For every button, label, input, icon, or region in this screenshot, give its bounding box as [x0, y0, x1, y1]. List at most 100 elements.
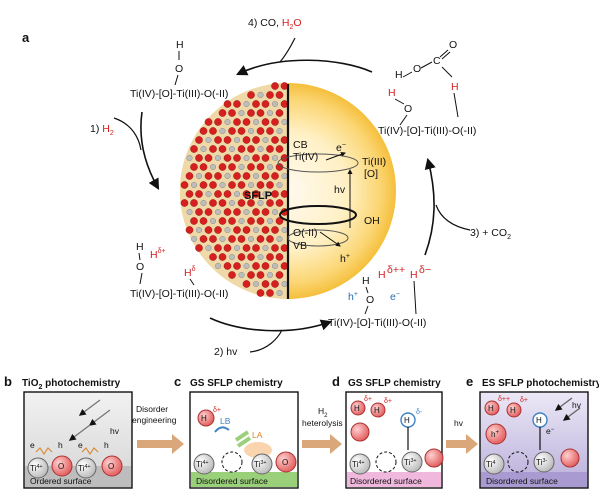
- lattice-atom-77: [267, 163, 274, 170]
- panel-d-h-label-1: H: [354, 404, 360, 413]
- panel-b-ti-label-1: Ti4+: [30, 464, 43, 473]
- panel-e-hole: h+: [491, 430, 499, 439]
- lattice-atom-167: [214, 244, 222, 252]
- lattice-atom-100: [276, 181, 283, 188]
- lattice-atom-36: [266, 127, 274, 135]
- lattice-atom-54: [247, 145, 255, 153]
- lattice-atom-65: [252, 154, 260, 162]
- lattice-atom-45: [262, 136, 269, 143]
- hole-arrow: [319, 231, 341, 247]
- panel-e-surface-bar: [481, 472, 587, 487]
- lattice-atom-41: [223, 136, 232, 144]
- lattice-atom-39: [205, 136, 212, 143]
- panel-e-photon-arrows: [554, 397, 581, 421]
- panel-e-h-1: [484, 400, 500, 416]
- oh-label: OH: [364, 215, 380, 227]
- lattice-atom-149: [233, 226, 241, 234]
- panel-e-electron: e−: [546, 426, 555, 436]
- co2-hook: [435, 204, 471, 231]
- panel-d-ti3-label: Ti3+: [404, 458, 417, 467]
- svg-text:H: H: [378, 269, 386, 281]
- crystal-lattice: [180, 82, 288, 299]
- panel-c-h: H: [201, 414, 207, 423]
- lattice-atom-143: [275, 217, 284, 225]
- lattice-atom-121: [266, 199, 274, 207]
- panel-d-dplus-1: δ+: [364, 396, 372, 403]
- lattice-atom-15: [238, 109, 245, 116]
- lattice-atom-105: [223, 190, 232, 198]
- panel-e-o-atom: [485, 423, 507, 445]
- lattice-atom-130: [252, 208, 260, 216]
- lattice-atom-181: [266, 253, 274, 261]
- panel-e-h-label-1: H: [488, 404, 494, 413]
- lattice-atom-123: [186, 208, 193, 215]
- arrow-de-label: hv: [454, 418, 464, 428]
- lattice-atom-165: [195, 244, 203, 252]
- lattice-atom-190: [280, 262, 288, 270]
- panel-b-h1: h: [58, 440, 63, 450]
- lattice-atom-111: [280, 190, 288, 198]
- lattice-atom-80: [195, 172, 202, 179]
- svg-text:H: H: [362, 275, 370, 287]
- cb-label: CB: [293, 139, 308, 151]
- lattice-atom-107: [242, 190, 251, 198]
- lattice-atom-79: [185, 172, 194, 180]
- lattice-atom-151: [252, 226, 259, 233]
- lattice-atom-57: [275, 145, 284, 153]
- panel-e-ti4-label: Ti4: [486, 460, 495, 469]
- lattice-atom-178: [237, 253, 246, 261]
- panel-c-lb: LB: [220, 416, 231, 426]
- panel-e-ti3: [533, 451, 555, 473]
- panel-e-vacancy: [507, 451, 529, 473]
- lattice-atom-59: [195, 154, 203, 162]
- lattice-atom-142: [267, 217, 274, 224]
- lattice-atom-188: [261, 262, 270, 270]
- panel-d-vacancy: [375, 451, 397, 473]
- lattice-atom-189: [272, 263, 279, 270]
- lattice-atom-51: [218, 145, 227, 153]
- electron-minus: e−: [390, 291, 400, 303]
- oh-ring: [279, 205, 357, 225]
- vb-label: VB: [293, 240, 307, 252]
- lattice-atom-117: [228, 199, 235, 206]
- panel-d-surface-label: Disordered surface: [350, 476, 422, 486]
- panel-e-hv: hv: [572, 400, 582, 410]
- lattice-atom-154: [281, 226, 288, 233]
- lattice-atom-87: [261, 172, 270, 180]
- electron-arrow: [325, 152, 346, 161]
- panel-d-surface-bar: [347, 472, 441, 487]
- lattice-atom-99: [266, 181, 274, 189]
- lattice-atom-119: [247, 199, 255, 207]
- lattice-atom-50: [209, 145, 217, 153]
- lattice-atom-92: [199, 181, 208, 189]
- lattice-atom-150: [242, 226, 251, 234]
- lattice-atom-147: [214, 226, 222, 234]
- lattice-atom-138: [228, 217, 236, 225]
- lattice-atom-106: [233, 190, 240, 197]
- panel-b-photon-arrows: [68, 399, 111, 441]
- panel-c-o: [275, 451, 297, 473]
- lattice-atom-4: [266, 91, 274, 99]
- lattice-atom-69: [190, 163, 198, 171]
- lattice-atom-125: [204, 208, 213, 216]
- panel-e-surface-label: Disordered surface: [486, 476, 558, 486]
- lattice-atom-23: [233, 118, 241, 126]
- lattice-atom-86: [252, 172, 259, 179]
- arrow-bc-line2: engineering: [132, 415, 177, 425]
- lattice-atom-56: [266, 145, 274, 153]
- band-hole: h+: [340, 253, 350, 265]
- panel-d-h-label-3: H: [404, 416, 410, 425]
- lattice-atom-193: [247, 271, 255, 279]
- lattice-atom-93: [209, 181, 217, 189]
- lattice-atom-141: [256, 217, 265, 225]
- lattice-atom-175: [209, 253, 217, 261]
- lattice-atom-144: [185, 226, 194, 234]
- lattice-atom-2: [247, 91, 255, 99]
- lattice-atom-136: [209, 217, 216, 224]
- lattice-atom-177: [228, 253, 235, 260]
- svg-text:Ti(IV)-[O]-Ti(III)-O(-II): Ti(IV)-[O]-Ti(III)-O(-II): [378, 125, 476, 137]
- lattice-atom-201: [281, 281, 288, 288]
- lattice-atom-17: [256, 109, 265, 117]
- svg-text:O: O: [175, 63, 183, 75]
